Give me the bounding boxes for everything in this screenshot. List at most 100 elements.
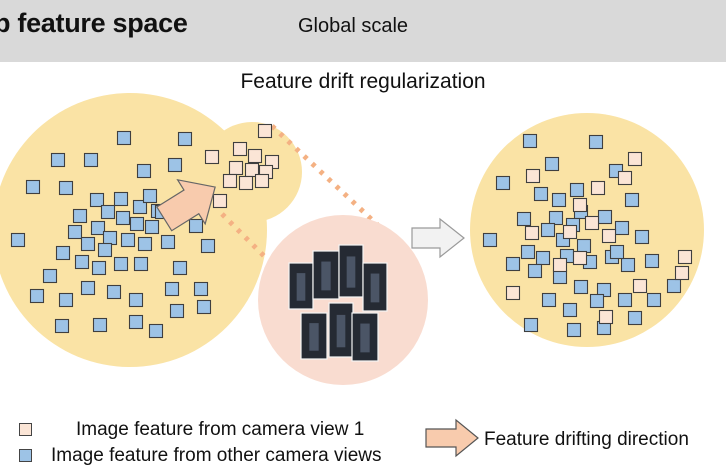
camera1-feature-square bbox=[212, 193, 228, 209]
other-view-feature-square bbox=[129, 216, 145, 232]
other-view-feature-square bbox=[614, 220, 630, 236]
person-silhouette bbox=[321, 261, 331, 291]
header-bar: p feature space Global scale bbox=[0, 0, 726, 62]
other-view-feature-square bbox=[169, 303, 185, 319]
other-view-feature-square bbox=[552, 269, 568, 285]
camera1-feature-square bbox=[617, 170, 633, 186]
other-view-feature-square bbox=[576, 238, 592, 254]
camera1-feature-square bbox=[632, 278, 648, 294]
other-view-feature-square bbox=[102, 230, 118, 246]
transition-arrow-icon bbox=[411, 217, 465, 259]
person-silhouette bbox=[370, 273, 380, 303]
person-silhouette bbox=[336, 314, 346, 348]
camera1-feature-square bbox=[601, 228, 617, 244]
other-view-feature-square bbox=[566, 322, 582, 338]
other-view-feature-square bbox=[495, 175, 511, 191]
other-view-feature-square bbox=[148, 323, 164, 339]
page-subtitle: Global scale bbox=[298, 15, 409, 37]
other-view-feature-square bbox=[80, 280, 96, 296]
camera1-feature-square bbox=[204, 149, 220, 165]
other-view-feature-square bbox=[646, 292, 662, 308]
other-view-feature-square bbox=[588, 134, 604, 150]
other-view-feature-square bbox=[92, 317, 108, 333]
other-view-feature-square bbox=[188, 218, 204, 234]
person-silhouette bbox=[309, 323, 319, 351]
other-view-feature-square bbox=[527, 263, 543, 279]
camera1-feature-square bbox=[572, 250, 588, 266]
other-view-feature-square bbox=[100, 204, 116, 220]
other-view-feature-square bbox=[116, 130, 132, 146]
other-view-feature-square bbox=[136, 163, 152, 179]
camera1-feature-square bbox=[674, 265, 690, 281]
other-view-feature-square bbox=[617, 292, 633, 308]
camera1-feature-square bbox=[238, 175, 254, 191]
other-view-feature-square bbox=[10, 232, 26, 248]
other-view-feature-square bbox=[132, 199, 148, 215]
connector-line bbox=[220, 212, 272, 264]
other-view-feature-square bbox=[522, 133, 538, 149]
other-view-feature-square bbox=[589, 293, 605, 309]
other-view-feature-square bbox=[113, 191, 129, 207]
legend-drift-label: Feature drifting direction bbox=[484, 429, 689, 450]
other-view-feature-square bbox=[97, 242, 113, 258]
camera1-feature-square bbox=[677, 249, 693, 265]
other-view-feature-square bbox=[666, 278, 682, 294]
camera1-feature-square bbox=[232, 141, 248, 157]
camera1-feature-square bbox=[505, 285, 521, 301]
other-view-feature-square bbox=[120, 232, 136, 248]
camera1-feature-square bbox=[562, 224, 578, 240]
other-view-feature-square bbox=[172, 260, 188, 276]
other-view-feature-square bbox=[80, 236, 96, 252]
person-images-circle bbox=[258, 215, 428, 385]
other-view-feature-square bbox=[505, 256, 521, 272]
other-view-feature-square bbox=[91, 260, 107, 276]
other-view-feature-square bbox=[72, 208, 88, 224]
other-view-feature-square bbox=[90, 220, 106, 236]
other-view-feature-square bbox=[58, 180, 74, 196]
person-silhouette bbox=[346, 256, 356, 288]
other-view-feature-square bbox=[597, 209, 613, 225]
other-view-feature-square bbox=[25, 179, 41, 195]
other-view-feature-square bbox=[106, 284, 122, 300]
legend-camera1-swatch bbox=[19, 423, 32, 436]
other-view-feature-square bbox=[89, 192, 105, 208]
other-view-feature-square bbox=[562, 302, 578, 318]
other-view-feature-square bbox=[540, 222, 556, 238]
camera1-feature-square bbox=[257, 123, 273, 139]
other-view-feature-square bbox=[128, 314, 144, 330]
other-view-feature-square bbox=[627, 310, 643, 326]
other-view-feature-square bbox=[177, 131, 193, 147]
person-silhouette bbox=[296, 273, 306, 301]
legend-drift-arrow-icon bbox=[425, 418, 479, 458]
camera1-feature-square bbox=[222, 173, 238, 189]
other-view-feature-square bbox=[58, 292, 74, 308]
other-view-feature-square bbox=[609, 244, 625, 260]
other-view-feature-square bbox=[551, 192, 567, 208]
camera1-feature-square bbox=[584, 215, 600, 231]
other-view-feature-square bbox=[569, 182, 585, 198]
other-view-feature-square bbox=[133, 256, 149, 272]
other-view-feature-square bbox=[193, 281, 209, 297]
other-view-feature-square bbox=[544, 156, 560, 172]
camera1-feature-square bbox=[598, 309, 614, 325]
camera1-feature-square bbox=[552, 257, 568, 273]
other-view-feature-square bbox=[541, 292, 557, 308]
legend-camera1-label: Image feature from camera view 1 bbox=[76, 419, 365, 440]
legend-other-views-swatch bbox=[19, 449, 32, 462]
other-view-feature-square bbox=[164, 281, 180, 297]
other-view-feature-square bbox=[523, 317, 539, 333]
camera1-feature-square bbox=[254, 173, 270, 189]
other-view-feature-square bbox=[128, 292, 144, 308]
other-view-feature-square bbox=[42, 268, 58, 284]
other-view-feature-square bbox=[482, 232, 498, 248]
other-view-feature-square bbox=[50, 152, 66, 168]
section-title: Feature drift regularization bbox=[240, 70, 486, 93]
other-view-feature-square bbox=[74, 254, 90, 270]
camera1-feature-square bbox=[228, 160, 244, 176]
other-view-feature-square bbox=[533, 186, 549, 202]
other-view-feature-square bbox=[620, 257, 636, 273]
other-view-feature-square bbox=[160, 234, 176, 250]
other-view-feature-square bbox=[516, 211, 532, 227]
other-view-feature-square bbox=[634, 229, 650, 245]
